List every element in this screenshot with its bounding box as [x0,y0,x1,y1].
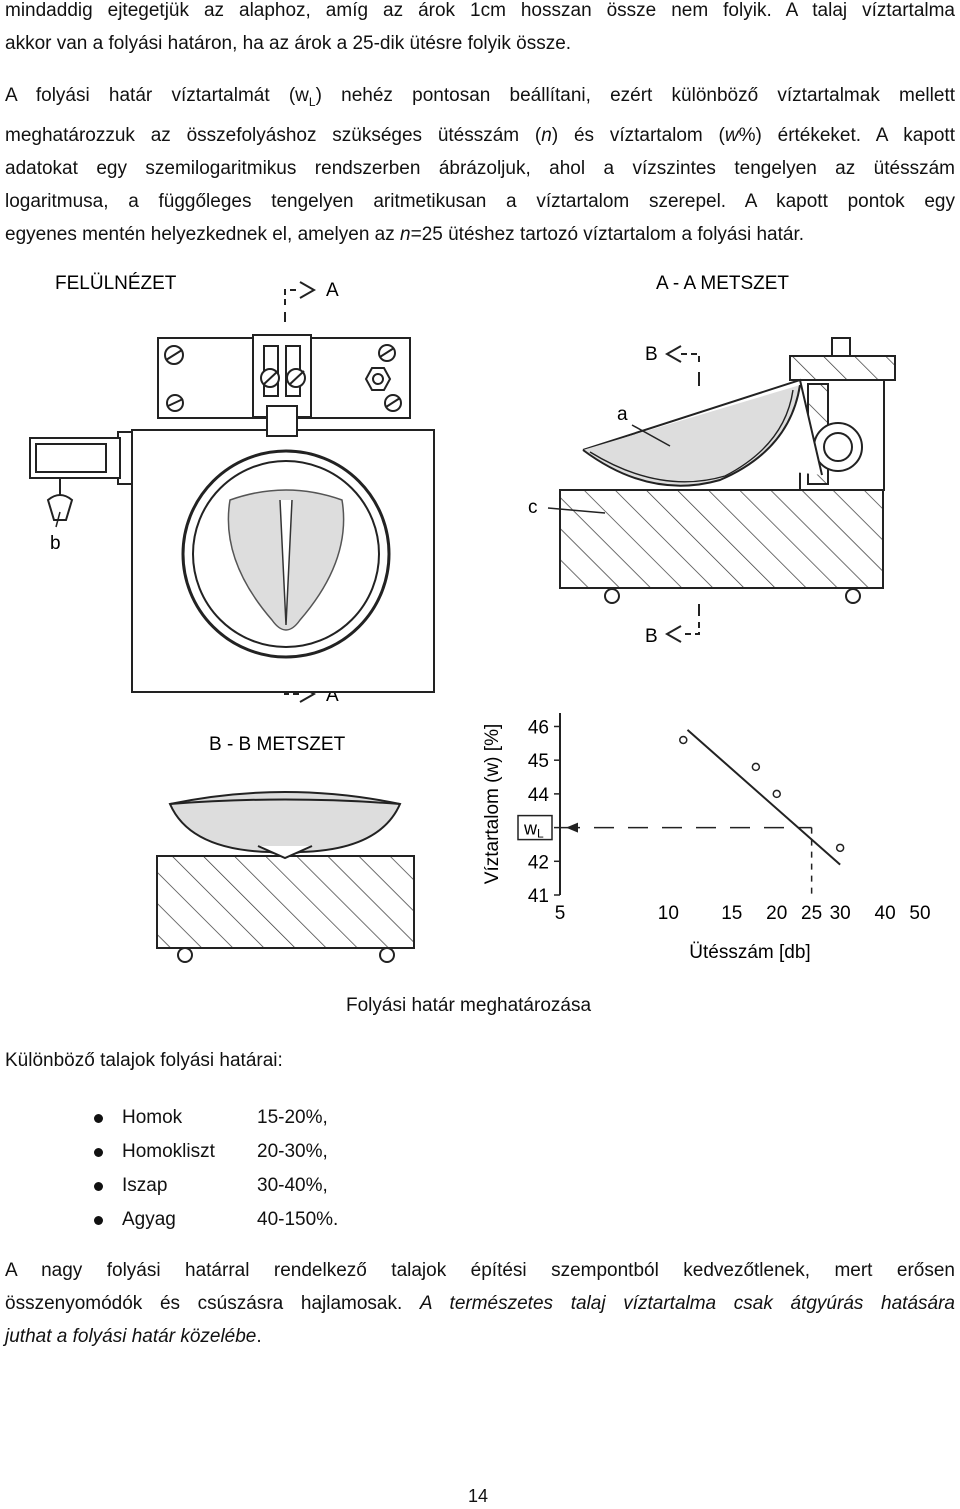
section-marker-a-top [284,281,317,322]
label-b-leader [55,511,61,528]
label-a-top: A [326,280,339,301]
section-marker-b-bottom [664,604,700,643]
section-marker-b-top [664,345,700,386]
soil-limits-title: Különböző talajok folyási határai: [5,1050,283,1071]
intro-paragraph: mindaddig ejtegetjük az alaphoz, amíg az… [5,0,955,60]
x-tick-label: 25 [801,903,822,924]
label-a-cup: a [617,404,628,425]
data-point [835,843,845,853]
x-tick-label: 15 [721,903,742,924]
intro-line-2: akkor van a folyási határon, ha az árok … [5,33,572,54]
ll-line-3: adatokat egy szemilogaritmikus rendszerb… [5,157,955,179]
conclusion-line-3: juthat a folyási határ közelébe. [5,1326,262,1347]
data-point [679,735,688,745]
section-aa-drawing [559,337,896,604]
x-tick-label: 30 [830,903,851,924]
fit-line [686,729,841,866]
conclusion-paragraph: A nagy folyási határral rendelkező talaj… [5,1254,955,1353]
ll-line-1: A folyási határ víztartalmát (wL) nehéz … [5,85,955,109]
x-tick-label: 10 [658,903,679,924]
y-tick-label: 42 [528,852,549,873]
label-c-base: c [528,497,538,518]
x-tick-label: 40 [875,903,896,924]
section-aa-title: A - A METSZET [656,273,789,294]
wl-box [517,814,553,841]
ll-line-5: egyenes mentén helyezkednek el, amelyen … [5,223,805,245]
y-axis-label: Víztartalom (w) [%] [482,724,503,884]
y-tick-label: 45 [528,751,549,772]
wl-guide-arrow [566,822,578,833]
label-b-bottom: B [645,626,658,647]
data-point [772,789,781,799]
top-view-drawing [29,334,435,693]
figure-caption: Folyási határ meghatározása [346,995,592,1016]
label-b-top: B [645,344,658,365]
x-axis-label: Ütésszám [db] [689,942,810,963]
section-bb-drawing [156,791,415,963]
liquid-limit-paragraph: A folyási határ víztartalmát (wL) nehéz … [5,79,955,251]
section-bb-title: B - B METSZET [209,734,346,755]
top-view-title: FELÜLNÉZET [55,273,177,294]
label-b-crank: b [50,533,61,554]
intro-line-1: mindaddig ejtegetjük az alaphoz, amíg az… [5,0,955,21]
conclusion-line-2: összenyomódók és csúszásra hajlamosak. A… [5,1293,955,1314]
conclusion-line-1: A nagy folyási határral rendelkező talaj… [5,1260,955,1281]
y-tick-label: 44 [528,785,550,806]
ll-line-2: meghatározzuk az összefolyáshoz szüksége… [5,124,955,146]
x-tick-label: 50 [909,903,930,924]
data-point [751,762,761,772]
y-tick-label: 41 [528,886,549,907]
x-tick-label: 20 [766,903,787,924]
y-tick-label: 46 [528,717,549,738]
ll-line-4: logaritmusa, a függőleges tengelyen arit… [5,190,955,212]
label-a-leader [631,424,671,447]
label-c-leader [547,507,606,514]
page-number: 14 [468,1486,489,1506]
x-tick-label: 5 [555,903,566,924]
